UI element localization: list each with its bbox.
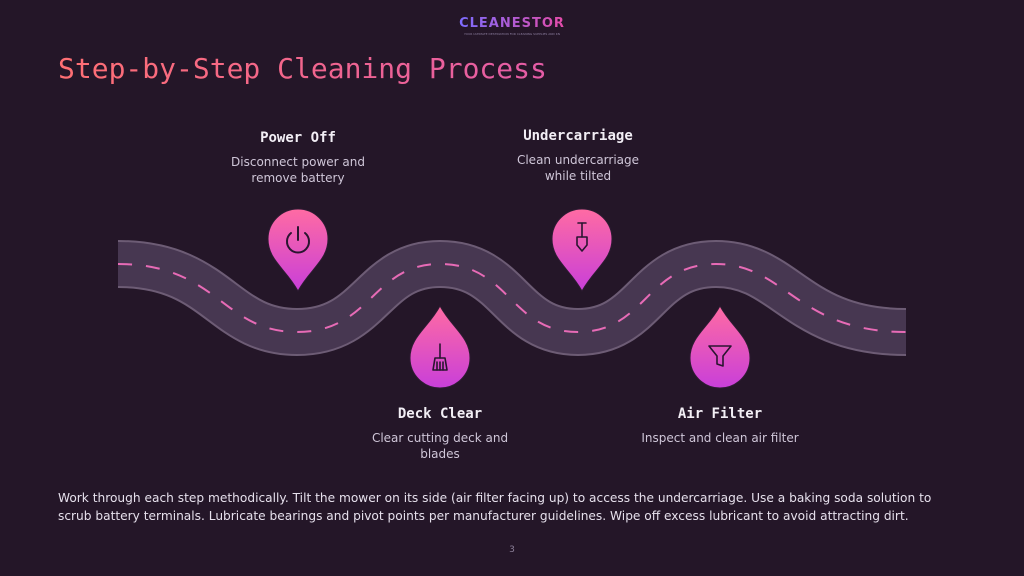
pin-undercarriage	[551, 208, 613, 293]
broom-icon	[432, 343, 448, 371]
step-deck-clear: Deck Clear Clear cutting deck and blades	[330, 406, 550, 462]
step-power-off: Power Off Disconnect power and remove ba…	[188, 130, 408, 186]
pin-power-off	[267, 208, 329, 293]
pin-deck-clear	[409, 304, 471, 389]
brand-name: CLEANESTOR	[459, 16, 565, 31]
road-surface	[117, 241, 907, 355]
step-title: Deck Clear	[397, 406, 483, 422]
step-title: Power Off	[260, 130, 336, 146]
brand-logo: CLEANESTOR YOUR ULTIMATE DESTINATION FOR…	[0, 12, 1024, 36]
road-center-line	[117, 262, 907, 334]
page-title: Step-by-Step Cleaning Process	[58, 52, 547, 85]
brand-tagline: YOUR ULTIMATE DESTINATION FOR CLEANING S…	[464, 33, 560, 36]
pin-air-filter	[689, 304, 751, 389]
power-icon	[286, 226, 310, 254]
body-paragraph: Work through each step methodically. Til…	[58, 491, 932, 523]
step-description: Inspect and clean air filter	[641, 431, 799, 445]
step-air-filter: Air Filter Inspect and clean air filter	[610, 406, 830, 446]
step-description: Disconnect power and remove battery	[231, 155, 365, 185]
step-undercarriage: Undercarriage Clean undercarriage while …	[468, 128, 688, 184]
page-number: 3	[509, 545, 515, 555]
step-title: Air Filter	[677, 406, 763, 422]
funnel-icon	[708, 345, 732, 367]
step-description: Clear cutting deck and blades	[371, 431, 509, 461]
step-description: Clean undercarriage while tilted	[516, 153, 640, 183]
shovel-icon	[576, 222, 588, 252]
step-title: Undercarriage	[523, 128, 633, 144]
